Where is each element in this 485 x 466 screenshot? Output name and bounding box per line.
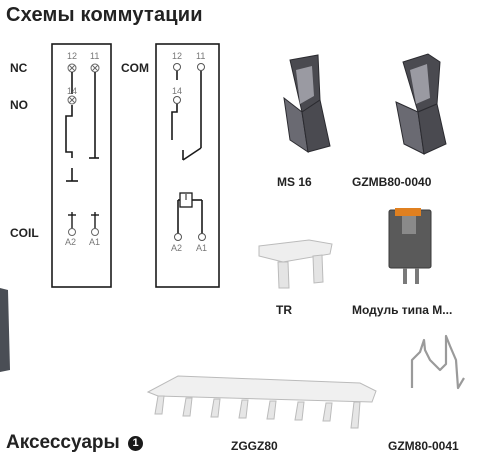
pin-label-12-left: 12 [67,51,78,61]
terminal-a2-left [68,228,76,236]
section-title: Схемы коммутации [6,4,203,26]
label-com: COM [121,61,149,75]
terminal-a1-left [91,228,99,236]
terminal-11-right [197,63,205,71]
caption-gzm80-0041: GZM80-0041 [388,439,459,453]
pin-label-a1-left: A1 [89,237,101,247]
caption-tr: TR [276,303,292,317]
pin-label-a1-right: A1 [196,243,208,253]
terminal-a1-right [198,233,206,241]
pin-label-11-left: 11 [90,51,100,61]
pin-label-14-right: 14 [172,86,183,96]
terminal-12-right [173,63,181,71]
label-no: NO [10,98,28,112]
accessories-title: Аксессуары [6,432,120,453]
caption-gzmb80-0040: GZMB80-0040 [352,175,432,189]
caption-ms16: MS 16 [277,175,312,189]
pin-label-12-right: 12 [172,51,183,61]
label-nc: NC [10,61,28,75]
label-coil: COIL [10,226,39,240]
terminal-a2-right [174,233,182,241]
pin-label-a2-right: A2 [171,243,183,253]
pin-label-11-right: 11 [196,51,206,61]
footnote-badge: 1 [128,436,143,451]
accessories-heading: Аксессуары 1 [6,432,143,454]
pin-label-14-left: 14 [67,86,78,96]
terminal-14-left [67,95,77,105]
pin-label-a2-left: A2 [65,237,77,247]
terminal-14-right [173,96,181,104]
caption-zggz80: ZGGZ80 [231,439,278,453]
terminal-11-left [90,63,100,73]
caption-module: Модуль типа M... [352,303,453,317]
